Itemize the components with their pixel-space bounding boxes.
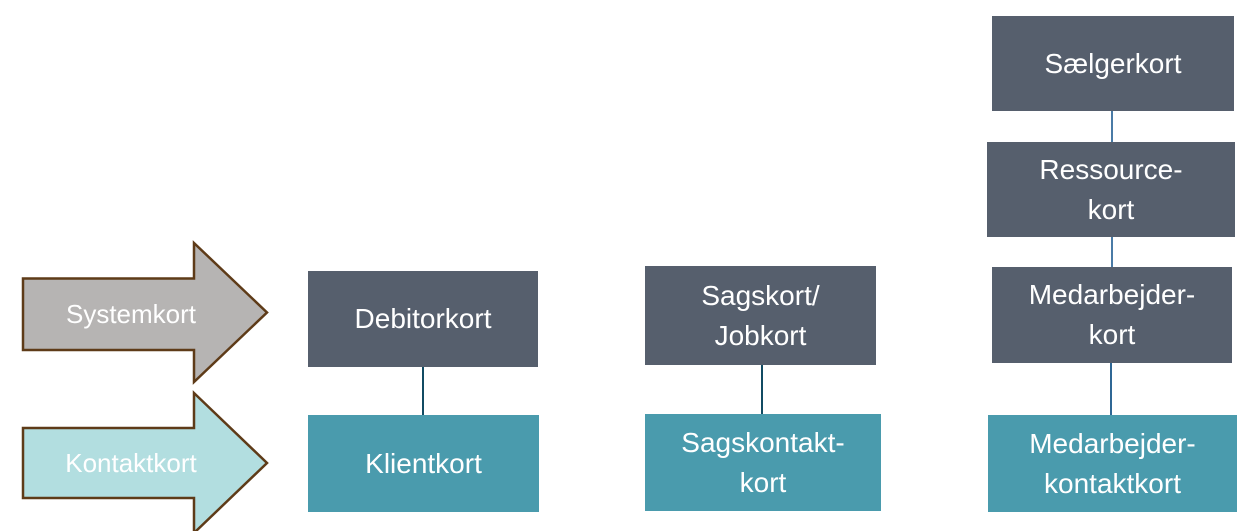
box-sagskontaktkort-label: Sagskontakt-	[681, 426, 845, 458]
connector-debitorkort-klientkort	[422, 367, 424, 415]
box-medarbejderkort-label-2: kort	[1088, 319, 1136, 350]
box-debitorkort: Debitorkort	[308, 271, 538, 367]
box-sagskontaktkort-label-2: kort	[739, 466, 787, 498]
connector-saelgerkort-ressourcekort	[1111, 111, 1113, 142]
box-medarbejderkort-label: Medarbejder-	[1028, 279, 1196, 310]
box-medarbejderkontaktkort-label: Medarbejder-	[1029, 427, 1196, 459]
box-sagskort-label: Sagskort/	[701, 279, 820, 311]
box-saelgerkort: Sælgerkort	[992, 16, 1234, 111]
box-ressourcekort-label: Ressource-	[1039, 153, 1183, 185]
box-debitorkort-label: Debitorkort	[354, 303, 492, 334]
box-sagskontaktkort: Sagskontakt- kort	[645, 414, 881, 511]
box-ressourcekort: Ressource- kort	[987, 142, 1235, 237]
box-sagskort-jobkort: Sagskort/ Jobkort	[645, 266, 876, 365]
systemkort-arrow-label: Systemkort	[65, 298, 197, 329]
box-ressourcekort-label-2: kort	[1087, 193, 1135, 225]
kontaktkort-arrow-shape	[21, 390, 269, 531]
box-klientkort: Klientkort	[308, 415, 539, 512]
connector-sagskort-sagskontaktkort	[761, 365, 763, 414]
box-medarbejderkontaktkort: Medarbejder- kontaktkort	[988, 415, 1237, 512]
connector-medarbejderkort-medarbejderkontaktkort	[1110, 363, 1112, 415]
box-medarbejderkontaktkort-label-2: kontaktkort	[1044, 467, 1181, 499]
box-sagskort-label-2: Jobkort	[714, 319, 807, 351]
systemkort-arrow-shape	[21, 240, 269, 385]
box-saelgerkort-label: Sælgerkort	[1044, 47, 1182, 79]
connector-ressourcekort-medarbejderkort	[1111, 237, 1113, 267]
kontaktkort-arrow-label: Kontaktkort	[65, 447, 197, 478]
box-medarbejderkort: Medarbejder- kort	[992, 267, 1232, 363]
box-klientkort-label: Klientkort	[365, 447, 482, 479]
